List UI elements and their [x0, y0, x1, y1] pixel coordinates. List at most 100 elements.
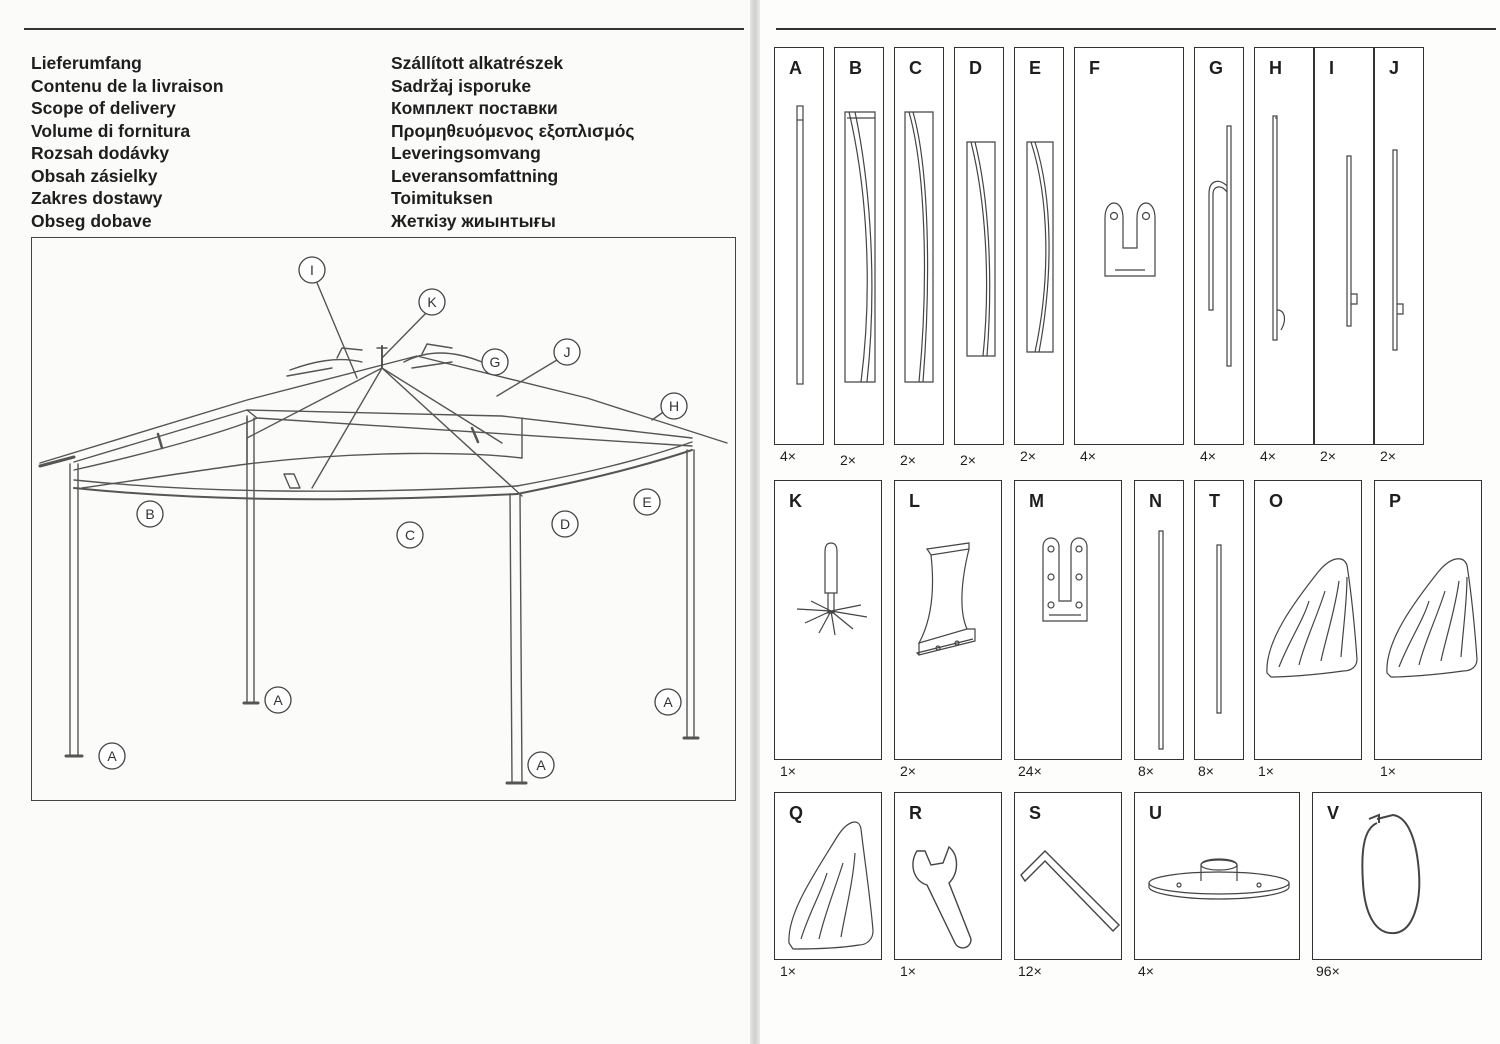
- part-letter: I: [1329, 58, 1335, 78]
- part-box-r: R: [894, 792, 1002, 960]
- book-gutter: [750, 0, 760, 1044]
- hook-rod-drawing: [1272, 115, 1286, 341]
- callout-circle: [418, 288, 446, 316]
- top-rule: [24, 28, 744, 30]
- scope-title: Zakres dostawy: [31, 188, 163, 208]
- rod-drawing: [1346, 155, 1358, 327]
- quantity: 8×: [1138, 763, 1154, 779]
- quantity: 2×: [900, 763, 916, 779]
- part-box-i: I: [1314, 47, 1374, 445]
- scope-title: Комплект поставки: [391, 98, 558, 118]
- part-box-b: B: [834, 47, 884, 445]
- callout-circle: [660, 392, 688, 420]
- part-box-l: L: [894, 480, 1002, 760]
- part-box-m: M: [1014, 480, 1122, 760]
- part-box-k: K: [774, 480, 882, 760]
- part-box-t: T: [1194, 480, 1244, 760]
- canopy-fabric-drawing: [788, 821, 874, 950]
- callout-label: C: [405, 527, 415, 543]
- callout-label: G: [490, 354, 501, 370]
- left-page: Lieferumfang Contenu de la livraison Sco…: [24, 28, 744, 801]
- right-page: A B C D E F G H I J 4× 2× 2× 2× 2× 4× 4×: [760, 0, 1500, 1044]
- callout-circle: [98, 742, 126, 770]
- scope-title-list-left: Lieferumfang Contenu de la livraison Sco…: [31, 52, 224, 232]
- callout-circle: [551, 510, 579, 538]
- scope-title: Volume di fornitura: [31, 120, 191, 141]
- rod-drawing: [1392, 149, 1404, 351]
- quantity: 1×: [780, 763, 796, 779]
- callout-label: A: [273, 692, 283, 708]
- scope-title: Lieferumfang: [31, 53, 142, 73]
- quantity: 12×: [1018, 963, 1042, 979]
- connector-plate-drawing: [915, 542, 976, 656]
- part-box-f: F: [1074, 47, 1184, 445]
- part-box-j: J: [1374, 47, 1424, 445]
- quantity: 4×: [1260, 448, 1276, 464]
- scope-title: Obseg dobave: [31, 210, 152, 231]
- gazebo-drawing: I K G J H B C D E A A A A: [38, 256, 728, 785]
- rod-drawing: [796, 105, 804, 385]
- quantity: 24×: [1018, 763, 1042, 779]
- part-box-d: D: [954, 47, 1004, 445]
- part-box-n: N: [1134, 480, 1184, 760]
- part-box-h: H: [1254, 47, 1314, 445]
- callout-label: B: [145, 506, 154, 522]
- bracket-drawing: [1042, 537, 1088, 622]
- scope-title: Leveransomfattning: [391, 165, 559, 186]
- part-letter: B: [849, 58, 862, 78]
- callout-label: A: [536, 757, 546, 773]
- bracket-drawing: [1104, 202, 1156, 277]
- gazebo-overview-illustration: I K G J H B C D E A A A A: [31, 237, 736, 801]
- scope-title: Sadržaj isporuke: [391, 75, 532, 96]
- callout-circle: [633, 488, 661, 516]
- scope-title: Leveringsomvang: [391, 143, 541, 163]
- part-box-g: G: [1194, 47, 1244, 445]
- part-letter: T: [1209, 491, 1220, 511]
- part-letter: J: [1389, 58, 1400, 78]
- callout-label: K: [427, 294, 437, 310]
- arched-frame-drawing: [966, 141, 996, 357]
- scope-title: Toimituksen: [391, 188, 493, 208]
- hex-key-drawing: [1020, 850, 1120, 932]
- scope-title: Προμηθευόμενος εξοπλισμός: [391, 120, 635, 141]
- part-box-e: E: [1014, 47, 1064, 445]
- callout-label: A: [107, 748, 117, 764]
- scope-title: Scope of delivery: [31, 98, 176, 118]
- scope-title: Obsah zásielky: [31, 165, 158, 186]
- ring-clip-drawing: [1361, 813, 1421, 935]
- quantity: 2×: [1020, 448, 1036, 464]
- part-letter: F: [1089, 58, 1100, 78]
- part-box-o: O: [1254, 480, 1362, 760]
- part-letter: S: [1029, 803, 1042, 823]
- scope-title: Contenu de la livraison: [31, 75, 224, 96]
- foot-plate-drawing: [1148, 858, 1290, 900]
- part-box-a: A: [774, 47, 824, 445]
- quantity: 2×: [1320, 448, 1336, 464]
- part-letter: K: [789, 491, 802, 511]
- part-letter: O: [1269, 491, 1284, 511]
- callout-circle: [396, 521, 424, 549]
- part-box-c: C: [894, 47, 944, 445]
- part-box-u: U: [1134, 792, 1300, 960]
- scope-title: Rozsah dodávky: [31, 143, 170, 163]
- arched-frame-drawing: [844, 111, 876, 383]
- part-letter: V: [1327, 803, 1340, 823]
- part-letter: H: [1269, 58, 1282, 78]
- callout-label: D: [560, 516, 570, 532]
- quantity: 1×: [900, 963, 916, 979]
- callout-circle: [481, 348, 509, 376]
- top-rule: [776, 28, 1496, 30]
- part-letter: R: [909, 803, 922, 823]
- callout-label: H: [669, 398, 679, 414]
- part-letter: Q: [789, 803, 804, 823]
- quantity: 4×: [1200, 448, 1216, 464]
- part-letter: G: [1209, 58, 1224, 78]
- callout-circle: [298, 256, 326, 284]
- wrench-icon: [912, 845, 972, 949]
- part-box-v: V: [1312, 792, 1482, 960]
- part-letter: L: [909, 491, 920, 511]
- canopy-fabric-drawing: [1266, 558, 1358, 678]
- callout-circle: [136, 500, 164, 528]
- quantity: 4×: [1138, 963, 1154, 979]
- part-box-q: Q: [774, 792, 882, 960]
